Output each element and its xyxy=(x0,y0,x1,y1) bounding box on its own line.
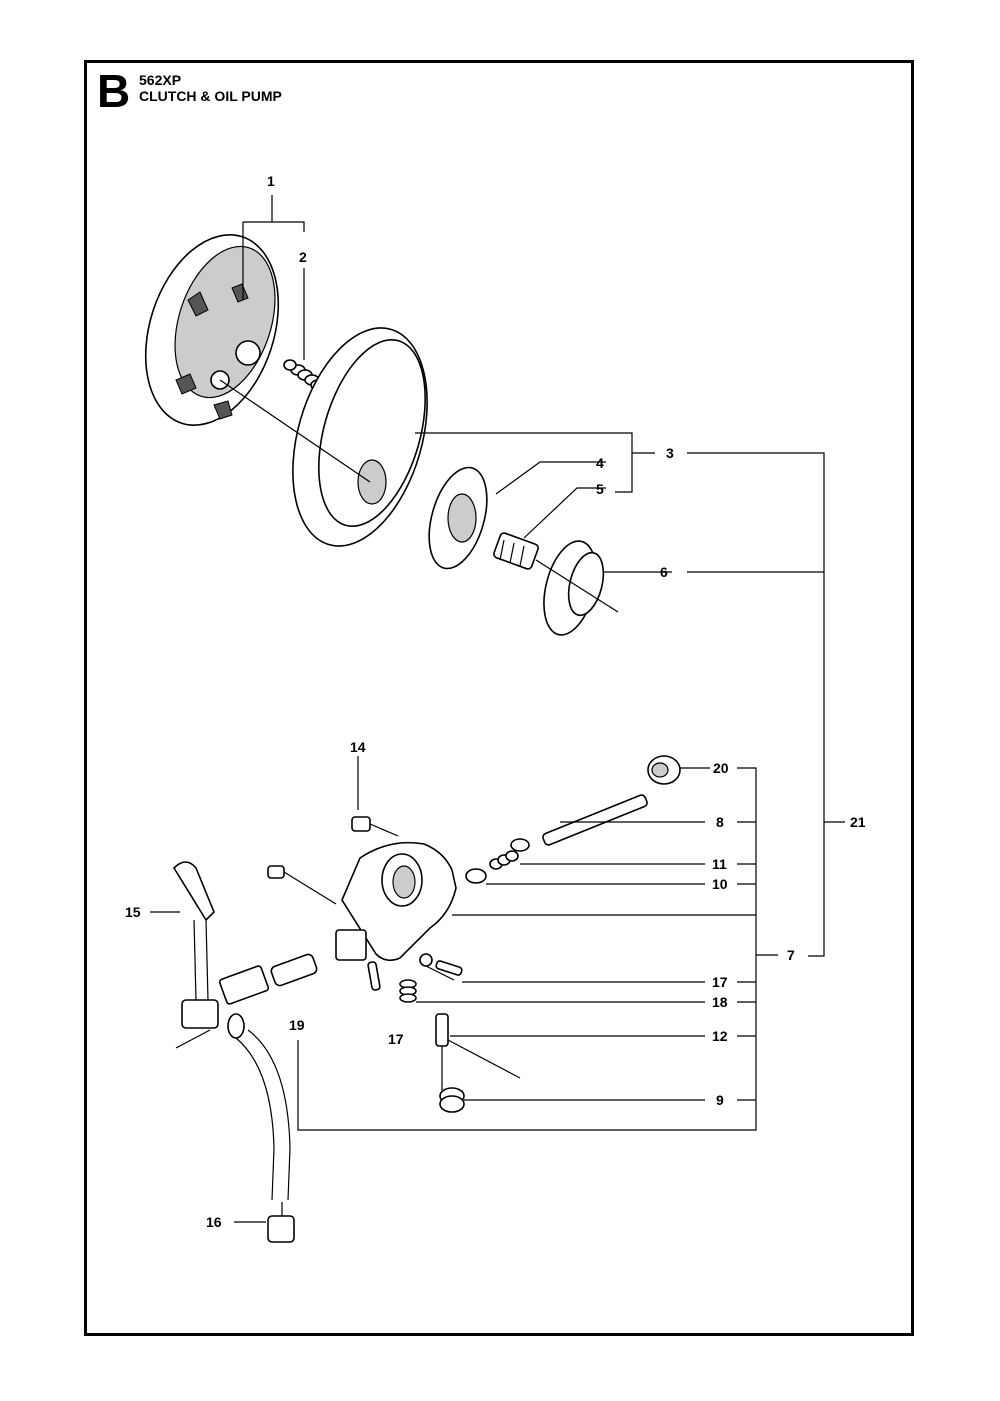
callout-labels: 1 2 3 4 5 6 20 14 8 21 11 10 15 7 17 18 … xyxy=(125,173,866,1230)
leader-lines xyxy=(150,195,845,1223)
model-number: 562XP xyxy=(139,72,182,88)
callout-21: 21 xyxy=(850,814,866,830)
callout-19: 19 xyxy=(289,1017,305,1033)
callout-4: 4 xyxy=(596,455,604,471)
callout-10: 10 xyxy=(712,876,728,892)
callout-6: 6 xyxy=(660,564,668,580)
callout-8: 8 xyxy=(716,814,724,830)
callout-17-right: 17 xyxy=(712,974,728,990)
callout-1: 1 xyxy=(267,173,275,189)
callout-12: 12 xyxy=(712,1028,728,1044)
diagram-title: CLUTCH & OIL PUMP xyxy=(139,88,282,104)
page-frame xyxy=(84,60,914,1336)
clutch-assembly-drawing xyxy=(144,234,619,636)
callout-18: 18 xyxy=(712,994,728,1010)
callout-5: 5 xyxy=(596,481,604,497)
callout-17-left: 17 xyxy=(388,1031,404,1047)
callout-16: 16 xyxy=(206,1214,222,1230)
callout-11: 11 xyxy=(712,856,727,872)
oil-pump-drawing xyxy=(172,755,681,1243)
callout-15: 15 xyxy=(125,904,141,920)
callout-20: 20 xyxy=(713,760,729,776)
section-letter: B xyxy=(97,65,131,117)
callout-3: 3 xyxy=(666,445,674,461)
callout-7: 7 xyxy=(787,947,795,963)
callout-9: 9 xyxy=(716,1092,724,1108)
callout-14: 14 xyxy=(350,739,366,755)
callout-2: 2 xyxy=(299,249,307,265)
